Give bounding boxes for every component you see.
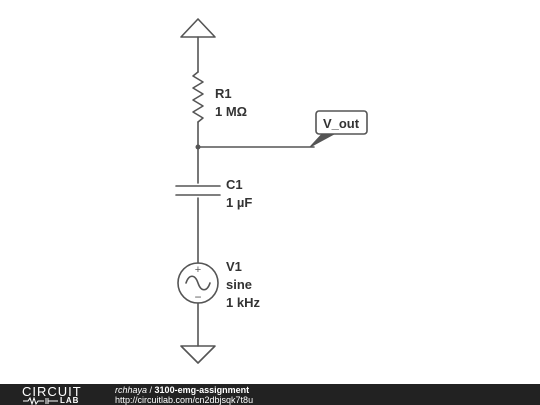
logo-waveform-icon — [23, 397, 58, 405]
logo-wordmark-bottom: LAB — [60, 396, 80, 405]
probe-label: V_out — [323, 116, 360, 131]
resistor-symbol — [192, 71, 204, 123]
footer-separator: / — [147, 385, 155, 395]
v1-name: V1 — [226, 259, 242, 274]
ground-arrow-symbol — [180, 345, 216, 364]
circuitlab-logo[interactable]: CIRCUIT LAB — [22, 385, 94, 405]
author-link[interactable]: rchhaya — [115, 385, 148, 395]
r1-value: 1 MΩ — [215, 104, 247, 119]
footer-url-link[interactable]: http://circuitlab.com/cn2dbjsqk7t8u — [115, 395, 254, 405]
probe-box — [315, 110, 368, 135]
c1-name: C1 — [226, 177, 243, 192]
logo-wordmark-top: CIRCUIT — [22, 384, 82, 399]
plus-sign: + — [195, 264, 201, 276]
v1-frequency: 1 kHz — [226, 295, 260, 310]
supply-arrow-symbol — [180, 18, 216, 38]
v1-type: sine — [226, 277, 252, 292]
minus-sign: − — [194, 290, 201, 304]
footer-title: rchhaya / 3100-emg-assignment — [115, 385, 249, 395]
r1-name: R1 — [215, 86, 232, 101]
schematic-diagram: + − V_out R1 1 MΩ C1 1 µF V1 sine 1 kHz — [175, 18, 368, 364]
probe-pointer — [309, 133, 335, 148]
junction-dot — [195, 144, 201, 150]
project-link[interactable]: 3100-emg-assignment — [154, 385, 250, 395]
c1-value: 1 µF — [226, 195, 252, 210]
sine-wave-icon — [185, 275, 211, 291]
footer-bar: CIRCUIT LAB rchhaya / 3100-emg-assignmen… — [0, 384, 540, 405]
